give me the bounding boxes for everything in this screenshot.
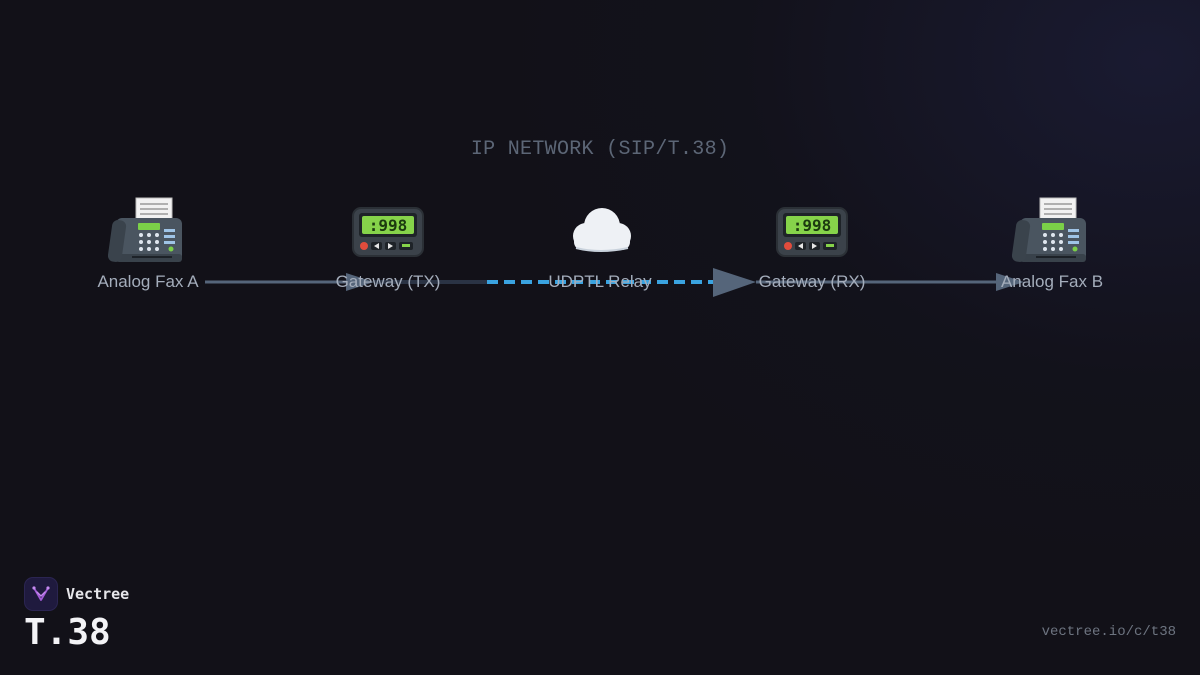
arrowhead-gateway-rx xyxy=(713,268,756,297)
node-fax-a: Analog Fax A xyxy=(38,192,258,292)
svg-text::998: :998 xyxy=(793,216,832,235)
cloud-icon xyxy=(490,192,710,272)
svg-text::998: :998 xyxy=(369,216,408,235)
node-label-gateway-rx: Gateway (RX) xyxy=(758,272,866,291)
fax-machine-icon xyxy=(942,192,1162,272)
node-label-udptl-relay: UDPTL Relay xyxy=(548,272,652,291)
network-label: IP NETWORK (SIP/T.38) xyxy=(470,138,730,161)
fax-machine-icon xyxy=(38,192,258,272)
node-gateway-rx: :998 Gateway (RX) xyxy=(702,192,922,292)
footer-url[interactable]: vectree.io/c/t38 xyxy=(1041,624,1176,640)
pager-icon: :998 xyxy=(278,192,498,272)
node-gateway-tx: :998 Gateway (TX) xyxy=(278,192,498,292)
page-title: T.38 xyxy=(24,612,111,653)
node-udptl-relay: UDPTL Relay xyxy=(490,192,710,292)
node-label-fax-b: Analog Fax B xyxy=(1000,272,1104,291)
arrowhead-gateway-tx xyxy=(346,273,374,291)
node-label-gateway-tx: Gateway (TX) xyxy=(335,272,441,291)
node-label-fax-a: Analog Fax A xyxy=(97,272,199,291)
brand: Vectree xyxy=(24,577,129,611)
vectree-logo-icon xyxy=(24,577,58,611)
brand-name: Vectree xyxy=(66,585,130,603)
node-fax-b: Analog Fax B xyxy=(942,192,1162,292)
arrowhead-fax-b xyxy=(996,273,1024,291)
pager-icon: :998 xyxy=(702,192,922,272)
